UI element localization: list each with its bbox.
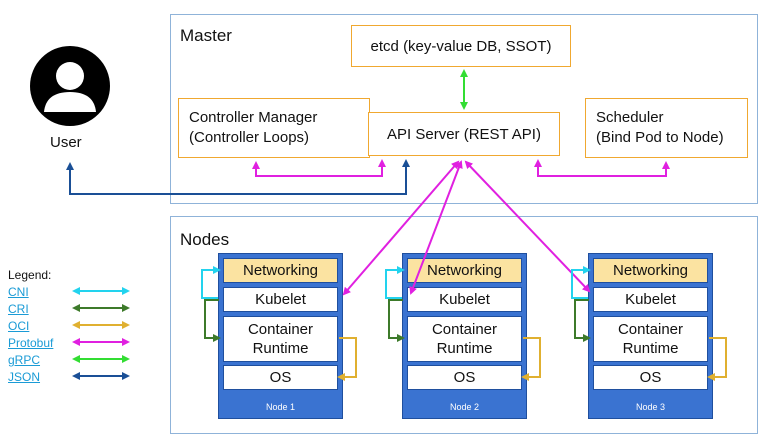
arrow-node1-cri xyxy=(204,299,221,342)
master-title: Master xyxy=(180,26,232,45)
node-1-runtime-line1: Container xyxy=(247,321,314,338)
arrow-user-api-json xyxy=(66,159,410,195)
arrow-node1-cni xyxy=(201,266,221,299)
legend-cni[interactable]: CNI xyxy=(8,285,29,299)
node-3-runtime-line1: Container xyxy=(617,321,684,338)
arrow-node3-cri xyxy=(574,299,591,342)
scheduler-box: Scheduler (Bind Pod to Node) xyxy=(585,98,748,158)
node-2-runtime-line1: Container xyxy=(431,321,498,338)
nodes-title: Nodes xyxy=(180,230,230,249)
api-server-box: API Server (REST API) xyxy=(368,112,560,156)
arrow-node3-cni xyxy=(571,266,591,299)
controller-manager-label: Controller Manager xyxy=(189,109,318,126)
arrow-scheduler-api-protobuf xyxy=(534,159,670,177)
node-1-label: Node 1 xyxy=(265,402,296,412)
node-1-runtime-line2: Runtime xyxy=(252,340,309,357)
arrow-node2-oci xyxy=(521,337,541,381)
controller-manager-box: Controller Manager (Controller Loops) xyxy=(178,98,370,158)
etcd-box: etcd (key-value DB, SSOT) xyxy=(351,25,571,67)
legend-protobuf[interactable]: Protobuf xyxy=(8,336,54,350)
node-3-networking: Networking xyxy=(593,258,708,283)
legend-cri[interactable]: CRI xyxy=(8,302,29,316)
node-3-label: Node 3 xyxy=(635,402,666,412)
arrow-controller-api-protobuf xyxy=(252,159,386,177)
arrow-api-kubelet3-protobuf xyxy=(464,160,591,293)
arrow-node2-cni xyxy=(385,266,405,299)
node-3-os: OS xyxy=(593,365,708,390)
node-1-kubelet: Kubelet xyxy=(223,287,338,312)
api-server-label: API Server (REST API) xyxy=(387,125,541,143)
scheduler-label: Scheduler xyxy=(596,109,664,126)
arrow-node1-oci xyxy=(337,337,357,381)
arrow-api-kubelet1-protobuf xyxy=(342,160,460,296)
node-1-os: OS xyxy=(223,365,338,390)
node-2-os: OS xyxy=(407,365,522,390)
etcd-label: etcd (key-value DB, SSOT) xyxy=(370,37,552,55)
legend-title: Legend: xyxy=(8,268,52,282)
legend-grpc[interactable]: gRPC xyxy=(8,353,41,367)
arrow-node2-cri xyxy=(388,299,405,342)
node-2-runtime-line2: Runtime xyxy=(436,340,493,357)
legend-oci[interactable]: OCI xyxy=(8,319,30,333)
controller-loops-label: (Controller Loops) xyxy=(189,129,310,146)
scheduler-sub-label: (Bind Pod to Node) xyxy=(596,129,724,146)
node-1-networking: Networking xyxy=(223,258,338,283)
user-icon xyxy=(30,46,110,126)
node-3-kubelet: Kubelet xyxy=(593,287,708,312)
legend-json[interactable]: JSON xyxy=(8,370,41,384)
arrow-api-kubelet2-protobuf xyxy=(409,160,463,295)
arrow-node3-oci xyxy=(707,337,727,381)
node-2-label: Node 2 xyxy=(449,402,480,412)
node-3-runtime-line2: Runtime xyxy=(622,340,679,357)
user-label: User xyxy=(50,134,82,151)
